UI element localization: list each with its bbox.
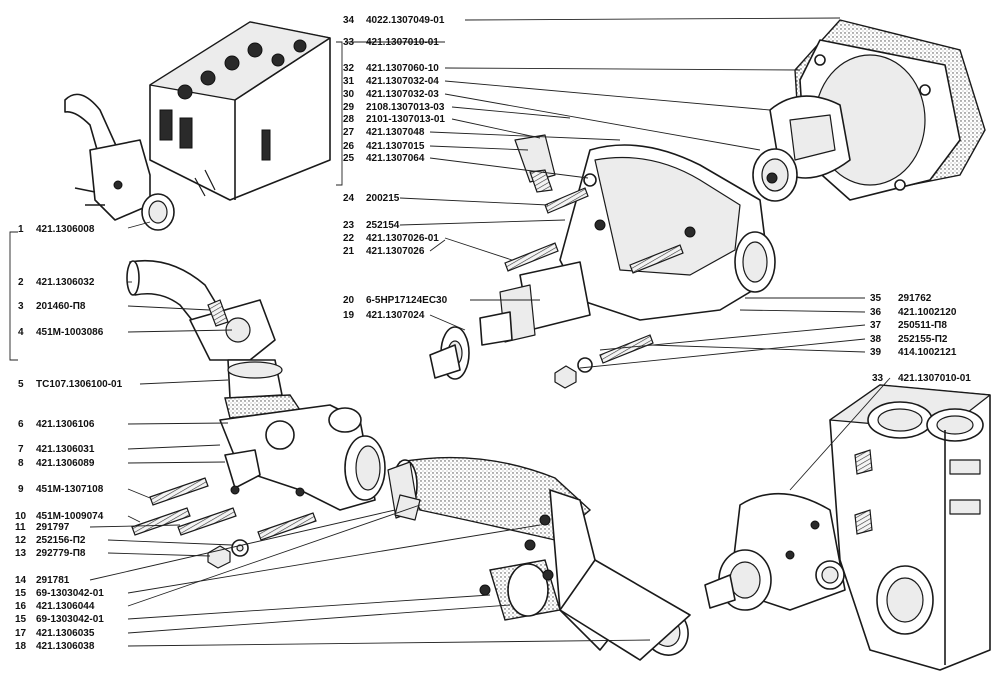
part-code: 200215 [366,193,400,204]
group-brackets [9,41,343,361]
part-code: 2101-1307013-01 [366,114,445,125]
part-number: 22 [343,233,355,244]
part-code: 421.1307024 [366,310,425,321]
part-number: 35 [870,293,882,304]
part-code: 421.1307026-01 [366,233,439,244]
part-code: 252155-П2 [898,334,948,345]
part-number: 32 [343,63,355,74]
part-number: 2 [18,277,24,288]
part-code: 421.1306035 [36,628,95,639]
part-number: 28 [343,114,355,125]
part-number: 25 [343,153,355,164]
part-code: 291762 [898,293,932,304]
part-number: 12 [15,535,27,546]
part-code: 292779-П8 [36,548,86,559]
part-code: 421.1307010-01 [366,37,439,48]
part-code: 451М-1307108 [36,484,104,495]
studs-nuts-washers-illustration [131,477,317,569]
part-number: 5 [18,379,24,390]
part-code: 421.1306038 [36,641,95,652]
part-number: 24 [343,193,355,204]
part-code: 250511-П8 [898,320,947,331]
thermostat-assembly-illustration [126,259,386,511]
part-code: 421.1306008 [36,224,95,235]
part-code: 421.1306031 [36,444,95,455]
part-code: 69-1303042-01 [36,588,104,599]
part-number: 20 [343,295,355,306]
part-code: 414.1002121 [898,347,957,358]
thermostat-housing-small-illustration [64,93,175,231]
part-code: 421.1307064 [366,153,425,164]
part-code: 421.1307048 [366,127,425,138]
part-number: 31 [343,76,355,87]
part-number: 23 [343,220,355,231]
part-number: 33 [343,37,355,48]
part-number: 21 [343,246,355,257]
part-number: 29 [343,102,355,113]
part-code: 421.1307015 [366,141,425,152]
part-code: 2108.1307013-03 [366,102,445,113]
part-number: 38 [870,334,882,345]
part-number: 1 [18,224,24,235]
part-code: 421.1306089 [36,458,95,469]
water-pump-exploded-illustration [429,134,776,389]
part-code: 421.1306106 [36,419,95,430]
part-number: 8 [18,458,24,469]
part-number: 30 [343,89,355,100]
part-number: 39 [870,347,882,358]
part-code: 451М-1009074 [36,511,104,522]
part-number: 34 [343,15,355,26]
part-number: 37 [870,320,882,331]
part-code: 6-5НР17124ЕС30 [366,295,448,306]
part-number: 15 [15,614,27,625]
part-code: 252156-П2 [36,535,86,546]
part-number: 14 [15,575,27,586]
part-code: 421.1306044 [36,601,95,612]
cylinder-head-illustration [149,21,331,201]
part-code: 69-1303042-01 [36,614,104,625]
part-number: 36 [870,307,882,318]
part-code: 4022.1307049-01 [366,15,445,26]
part-code: 291797 [36,522,70,533]
part-code: ТС107.1306100-01 [36,379,123,390]
part-number: 7 [18,444,24,455]
part-number: 3 [18,301,24,312]
part-number: 17 [15,628,27,639]
part-number: 10 [15,511,27,522]
part-code: 252154 [366,220,400,231]
part-code: 421.1307032-03 [366,89,439,100]
part-number: 4 [18,327,24,338]
leader-lines [89,17,891,647]
part-code: 201460-П8 [36,301,86,312]
part-number: 27 [343,127,355,138]
hose-assembly-illustration [387,456,691,661]
engine-block-illustration [704,384,991,671]
part-code: 421.1307026 [366,246,425,257]
part-code: 291781 [36,575,70,586]
part-code: 421.1307060-10 [366,63,439,74]
part-number: 13 [15,548,27,559]
pump-cover-impeller-illustration [752,19,986,202]
part-number: 26 [343,141,355,152]
part-code: 421.1306032 [36,277,95,288]
part-number: 9 [18,484,24,495]
part-number: 15 [15,588,27,599]
part-number: 16 [15,601,27,612]
part-code: 421.1307010-01 [898,373,971,384]
part-code: 421.1307032-04 [366,76,439,87]
part-code: 451М-1003086 [36,327,104,338]
part-number: 18 [15,641,27,652]
part-number: 6 [18,419,24,430]
part-number: 11 [15,522,26,533]
part-code: 421.1002120 [898,307,957,318]
part-number: 19 [343,310,355,321]
part-labels: 1 421.1306008 2 421.1306032 3 201460-П8 … [15,15,971,652]
part-number: 33 [872,373,884,384]
